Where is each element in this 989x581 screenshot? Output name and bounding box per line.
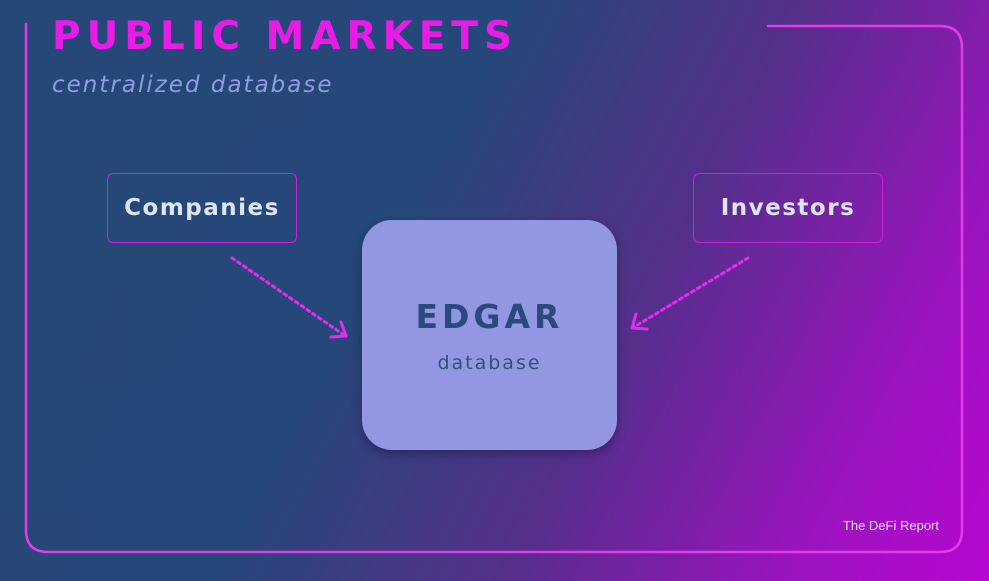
companies-to-edgar-arrow [230, 256, 348, 339]
investors-node: Investors [693, 173, 883, 243]
edgar-database-node: EDGAR database [362, 220, 617, 450]
companies-node: Companies [107, 173, 297, 243]
source-credit: The DeFi Report [842, 518, 939, 533]
companies-label: Companies [124, 195, 280, 221]
edgar-subtitle: database [437, 352, 542, 374]
investors-label: Investors [720, 195, 856, 221]
investors-to-edgar-arrow [630, 256, 750, 331]
page-subtitle: centralized database [52, 72, 334, 98]
page-title: PUBLIC MARKETS [52, 14, 519, 59]
edgar-title: EDGAR [415, 297, 564, 336]
